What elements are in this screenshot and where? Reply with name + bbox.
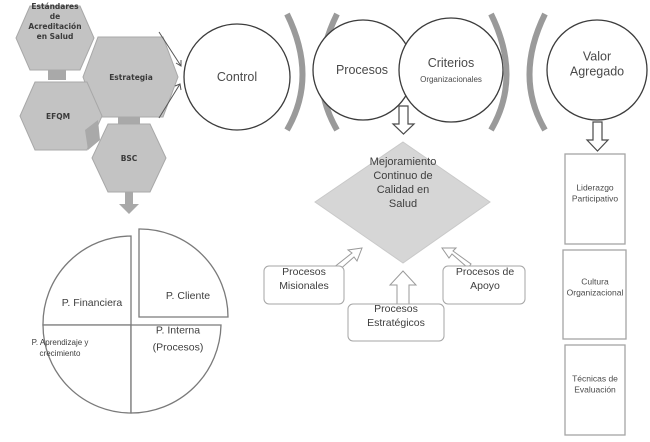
- hex-estrategia-text: Estrategia: [109, 73, 153, 82]
- quadrant-aprendizaje-text: P. Aprendizaje y crecimiento: [32, 338, 89, 358]
- text-line: Participativo: [572, 194, 619, 204]
- box-liderazgo: [564, 153, 626, 245]
- arrow-head: [174, 83, 182, 91]
- text-line: Valor: [583, 50, 611, 64]
- text-line: Calidad en: [377, 184, 430, 196]
- text-line: Estrategia: [109, 73, 153, 82]
- box-tecnicas: [564, 344, 626, 436]
- quadrant-interna-text: P. Interna (Procesos): [153, 325, 204, 354]
- bracket-right: [488, 12, 510, 132]
- arrow-apoyo-up: [441, 247, 472, 269]
- text-line: Mejoramiento: [370, 156, 437, 168]
- text-line: P. Cliente: [166, 290, 210, 302]
- hex-efqm-text: EFQM: [46, 112, 70, 121]
- hex-estrategia: [82, 36, 179, 118]
- quadrant-financiera: [42, 235, 132, 326]
- quadrant-aprendizaje: [42, 324, 132, 414]
- text-line: Agregado: [570, 65, 624, 79]
- text-line: Evaluación: [574, 385, 616, 395]
- arrow-estrategicos-up: [388, 270, 418, 306]
- text-line: crecimiento: [40, 349, 81, 358]
- bsc-down-arrow: [125, 192, 133, 206]
- text-line: Apoyo: [470, 280, 500, 292]
- text-line: (Procesos): [153, 342, 204, 354]
- hex-connector: [48, 70, 66, 80]
- circle-control-text: Control: [217, 70, 257, 84]
- bracket-left: [526, 12, 548, 132]
- quadrant-cliente-text: P. Cliente: [166, 290, 210, 302]
- text-line: Misionales: [279, 280, 329, 292]
- down-arrow-diamond: [391, 105, 416, 135]
- text-line: Procesos de: [456, 266, 515, 278]
- text-line: Cultura: [581, 277, 609, 287]
- box-procesos-estrategicos: [347, 303, 445, 342]
- down-arrow-value: [585, 121, 610, 152]
- circle-criterios-subtitle: Organizacionales: [420, 75, 482, 84]
- text-line: Control: [217, 70, 257, 84]
- circle-control: [183, 23, 291, 131]
- box-procesos-apoyo-text: Procesos de Apoyo: [456, 266, 515, 292]
- text-line: Estratégicos: [367, 317, 425, 329]
- circle-criterios-title: Criterios: [428, 56, 475, 70]
- quadrant-financiera-text: P. Financiera: [62, 297, 123, 309]
- text-line: Técnicas de: [572, 374, 618, 384]
- hex-bsc-text: BSC: [121, 154, 138, 163]
- diamond-mejoramiento: [314, 141, 491, 264]
- hex-connector: [85, 120, 100, 150]
- text-line: Acreditación: [28, 22, 81, 31]
- bsc-down-arrow-head: [119, 204, 139, 214]
- text-line: Estándares: [31, 2, 79, 11]
- text-line: Liderazgo: [576, 183, 614, 193]
- box-cultura: [562, 249, 627, 340]
- text-line: Procesos: [336, 63, 388, 77]
- text-line: de: [50, 12, 60, 21]
- text-line: P. Interna: [156, 325, 200, 337]
- circle-procesos-text: Procesos: [336, 63, 388, 77]
- text-line: BSC: [121, 154, 138, 163]
- text-line: en Salud: [37, 32, 74, 41]
- quadrant-interna: [130, 324, 222, 414]
- bracket-right: [284, 12, 306, 132]
- hex-estandares: [15, 5, 95, 71]
- text-line: Salud: [389, 198, 417, 210]
- text-line: EFQM: [46, 112, 70, 121]
- circle-valor: [546, 19, 648, 121]
- hex-connector: [118, 117, 140, 125]
- text-line: P. Aprendizaje y: [32, 338, 89, 347]
- text-line: Continuo de: [373, 170, 432, 182]
- quadrant-cliente: [138, 228, 229, 318]
- box-procesos-misionales: [263, 265, 345, 305]
- box-procesos-apoyo: [442, 265, 526, 305]
- circle-criterios: [398, 17, 504, 123]
- text-line: Procesos: [282, 266, 326, 278]
- arrow-head: [175, 60, 182, 67]
- text-line: Procesos: [374, 303, 418, 315]
- text-line: Organizacional: [567, 288, 624, 298]
- arrow-to-control: [158, 83, 181, 119]
- arrow-to-control: [158, 31, 182, 67]
- hex-efqm: [19, 81, 103, 151]
- hex-bsc: [91, 123, 167, 193]
- text-line: P. Financiera: [62, 297, 123, 309]
